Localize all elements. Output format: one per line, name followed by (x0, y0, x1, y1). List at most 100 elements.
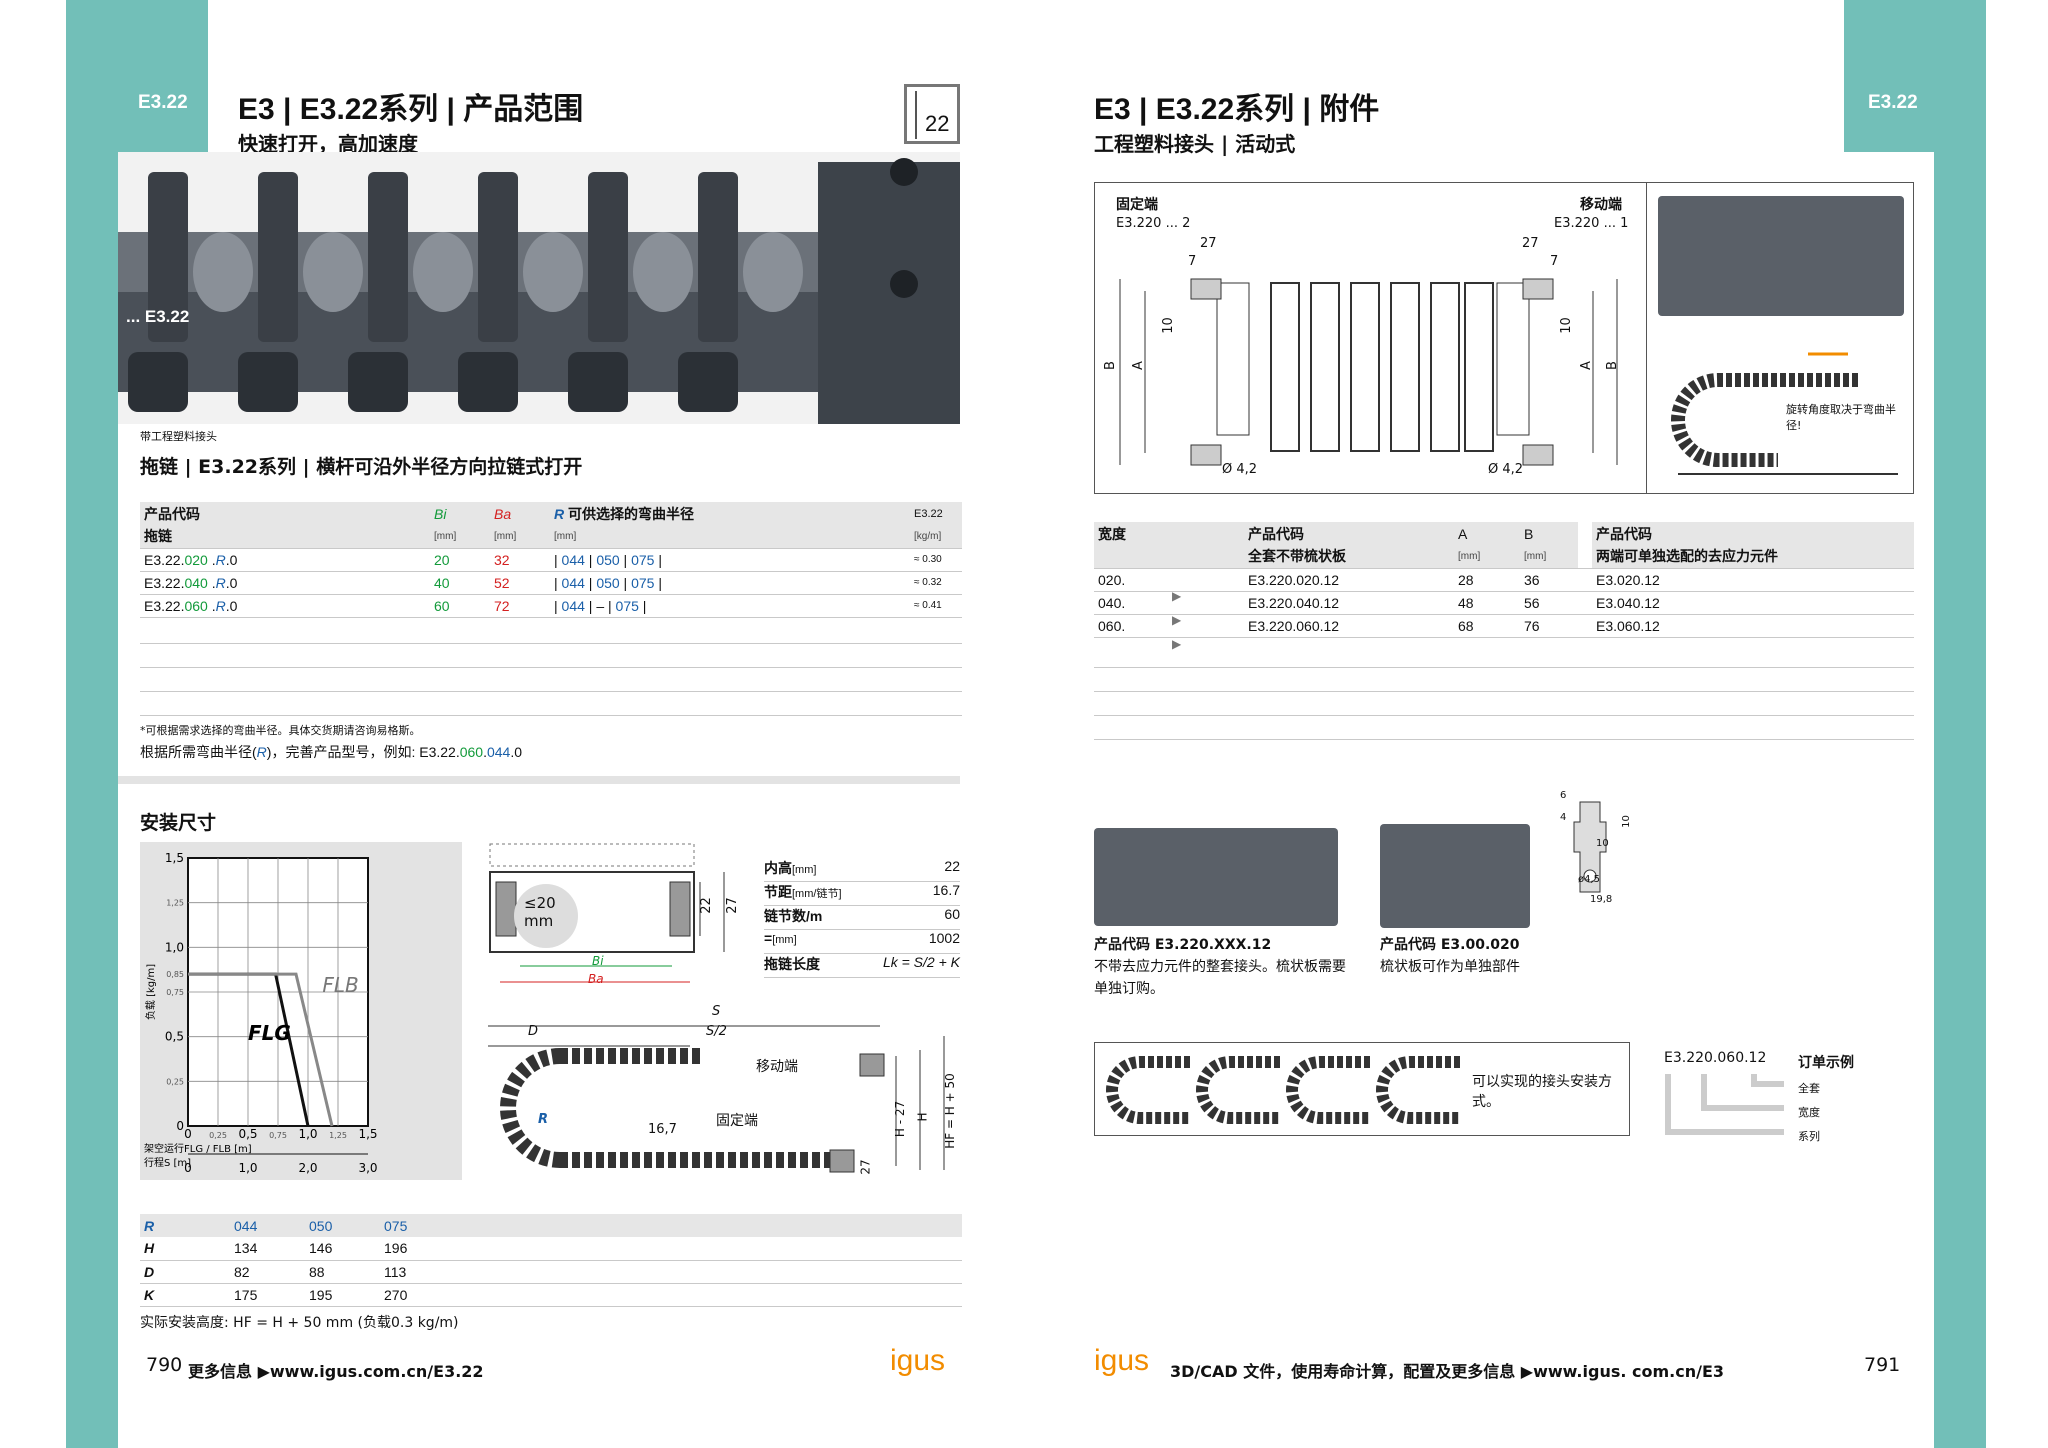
units-e: [kg/m] (910, 525, 962, 549)
chart-x2-tick: 1,0 (238, 1161, 257, 1175)
comb-phi: ø4,5 (1578, 874, 1601, 885)
drawing-a-right: A (1578, 361, 1594, 370)
acc1-desc: 不带去应力元件的整套接头。梳状板需要单独订购。 (1094, 959, 1346, 997)
chart-y-tick: 0,75 (166, 988, 184, 997)
chart-y-tick: 0,25 (166, 1077, 184, 1086)
side-h: H (915, 1112, 930, 1122)
chart-x-tick: 0,25 (209, 1131, 227, 1140)
table-units-row: 全套不带梳状板 [mm] [mm] 两端可单独选配的去应力元件 (1094, 545, 1914, 569)
empty-table-lines-right (1094, 644, 1914, 740)
table-header-row: 宽度 产品代码 A B 产品代码 (1094, 522, 1914, 545)
connector-drawing (1119, 278, 1618, 466)
comb-dim-10: 10 (1596, 838, 1609, 849)
chart-x-tick: 1,25 (329, 1131, 347, 1140)
header-bi: Bi (430, 502, 490, 525)
right-page-number: 791 (1864, 1354, 1901, 1376)
drawing-dim-7b: 7 (1550, 254, 1559, 269)
chart-series-line (188, 972, 334, 1127)
right-tab-label: E3.22 (1868, 92, 1918, 113)
order-title: 订单示例 (1798, 1055, 1854, 1071)
chart-x-tick: 0 (184, 1127, 192, 1141)
drawing-dim-27a: 27 (1200, 236, 1217, 251)
side-fixed-label: 固定端 (716, 1113, 758, 1129)
drawing-fixed-label: 固定端 (1116, 197, 1158, 213)
comb-dim-198: 19,8 (1590, 894, 1613, 905)
mount-note: 可以实现的接头安装方式。 (1472, 1074, 1612, 1110)
comb-plate-photo (1380, 824, 1530, 928)
cross-ba: Ba (588, 972, 604, 986)
size-badge-value: 22 (925, 111, 950, 136)
order-brackets (1665, 1074, 1784, 1135)
drawing-phi-a: Ø 4,2 (1222, 462, 1258, 477)
left-page-number: 790 (146, 1354, 183, 1376)
left-more-link[interactable]: 更多信息 ▶www.igus.com.cn/E3.22 (188, 1362, 484, 1381)
side-dim-27: 27 (858, 1159, 873, 1175)
row-arrow-icon: ▶▶▶ (1172, 589, 1182, 651)
left-page-title: E3 | E3.22系列 | 产品范围 (238, 93, 584, 126)
drawing-divider (1646, 182, 1647, 494)
units-bi: [mm] (430, 525, 490, 549)
acc2-code: 产品代码 E3.00.020 (1380, 937, 1520, 953)
acc2-desc: 梳状板可作为单独部件 (1380, 959, 1520, 975)
spec-row: 内高[mm]22 (764, 858, 960, 882)
comb-dim-4: 4 (1560, 812, 1567, 823)
connector-drawing-box (1094, 182, 1914, 494)
spec-row: 节距[mm/链节]16.7 (764, 882, 960, 906)
cross-dim-27: 27 (724, 897, 740, 914)
header-ba: Ba (490, 502, 550, 525)
size-badge: 22 (904, 84, 960, 144)
photo-label: ... E3.22 (126, 307, 190, 326)
side-r: R (538, 1112, 549, 1127)
chart-x-tick: 1,0 (298, 1127, 317, 1141)
side-h27: H - 27 (893, 1100, 908, 1138)
left-tab (66, 0, 208, 152)
cross-section-drawing (489, 843, 725, 983)
cross-dim-22: 22 (698, 897, 714, 914)
full-connector-photo (1094, 828, 1338, 926)
chart-x-label: 架空运行FLG / FLB [m] (144, 1142, 252, 1155)
connector-photo (1658, 196, 1904, 316)
drawing-phi-b: Ø 4,2 (1488, 462, 1524, 477)
units-code: 拖链 (140, 525, 430, 549)
drawing-moving-code: E3.220 ... 1 (1554, 216, 1629, 231)
chain-photo-illustration (118, 158, 960, 424)
footnote: *可根据需求选择的弯曲半径。具体交货期请咨询易格斯。 (140, 724, 421, 737)
acc1-code: 产品代码 E3.220.XXX.12 (1094, 937, 1272, 953)
chart-y-tick: 1,0 (165, 940, 184, 954)
units-ba: [mm] (490, 525, 550, 549)
left-tab-label: E3.22 (138, 92, 188, 113)
chart-x2-label: 行程S [m] (144, 1156, 191, 1169)
spec-row: =[mm]1002 (764, 930, 960, 954)
chart-y-label: 负载 [kg/m] (144, 964, 157, 1020)
example-text: 根据所需弯曲半径(R)，完善产品型号，例如: E3.22.060.044.0 (140, 744, 523, 760)
order-series: 系列 (1798, 1130, 1820, 1143)
chart-x2-tick: 2,0 (298, 1161, 317, 1175)
chart-x-tick: 0,5 (238, 1127, 257, 1141)
side-pitch: 16,7 (648, 1122, 677, 1137)
header-e: E3.22 (910, 502, 962, 525)
right-igus-logo: igus (1094, 1344, 1150, 1377)
empty-table-lines (140, 620, 962, 716)
left-igus-logo: igus (890, 1344, 946, 1377)
drawing-dim-7a: 7 (1188, 254, 1197, 269)
drawing-b-left: B (1102, 361, 1118, 370)
height-note: 实际安装高度: HF = H + 50 mm (负载0.3 kg/m) (140, 1315, 459, 1331)
drawing-a-left: A (1130, 361, 1146, 370)
size-badge-arrow-icon (915, 91, 917, 139)
right-more-link[interactable]: 3D/CAD 文件，使用寿命计算，配置及更多信息 ▶www.igus. com.… (1170, 1362, 1725, 1381)
chart-series-label: FLB (322, 973, 358, 997)
section-title: 拖链 | E3.22系列 | 横杆可沿外半径方向拉链式打开 (140, 456, 583, 478)
section-divider (118, 776, 960, 784)
side-d: D (528, 1024, 539, 1039)
rotation-note: 旋转角度取决于弯曲半径! (1786, 403, 1896, 432)
